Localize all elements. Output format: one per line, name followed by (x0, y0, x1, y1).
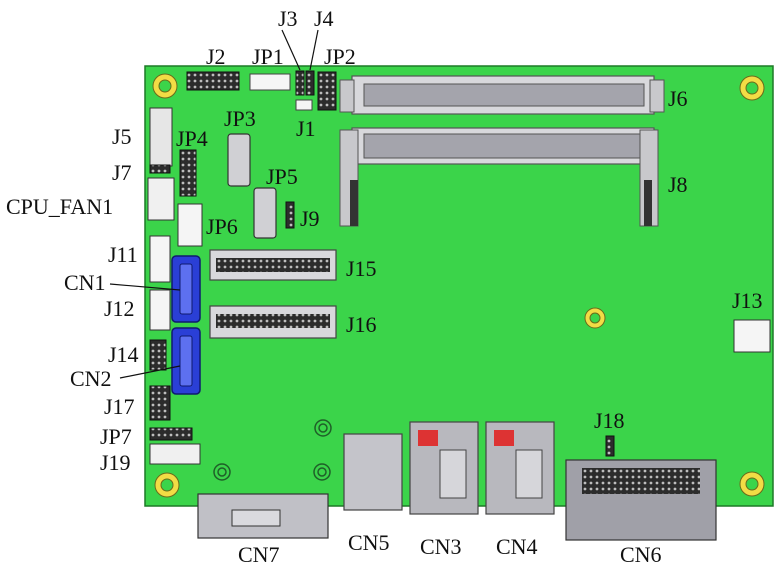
jp5-connector (253, 187, 277, 239)
mounting-hole-top-right (739, 75, 765, 101)
j14-header (149, 339, 167, 371)
jp7-header (149, 427, 193, 441)
jp6-connector (177, 203, 203, 247)
label-j17: J17 (104, 394, 135, 419)
label-cn3: CN3 (420, 534, 462, 559)
label-j2: J2 (206, 44, 226, 69)
mounting-hole-top-left (152, 73, 178, 99)
label-cn1: CN1 (64, 270, 106, 295)
label-j3: J3 (278, 6, 298, 31)
jp4-header (179, 149, 197, 197)
label-cpu-fan1: CPU_FAN1 (6, 194, 113, 219)
label-cn7: CN7 (238, 542, 280, 567)
cn7-connector (197, 493, 329, 539)
label-cn5: CN5 (348, 530, 390, 555)
j13-connector (733, 319, 771, 353)
label-j6: J6 (668, 86, 688, 111)
label-j12: J12 (104, 296, 135, 321)
j11-connector (149, 235, 171, 283)
cn5-connector (343, 433, 403, 511)
j1-connector (295, 99, 313, 111)
label-j5: J5 (112, 124, 132, 149)
j16-m2-slot (209, 305, 337, 339)
label-j4: J4 (314, 6, 334, 31)
label-jp7: JP7 (100, 424, 132, 449)
jp3-connector (227, 133, 251, 187)
j7-header (149, 164, 171, 174)
j18-header (605, 435, 615, 457)
label-j15: J15 (346, 256, 377, 281)
mounting-hole-center (584, 307, 606, 329)
label-j1: J1 (296, 116, 316, 141)
jp1-connector (249, 73, 291, 91)
j4-header (305, 70, 315, 96)
cn3-connector (409, 421, 479, 515)
label-j7: J7 (112, 160, 132, 185)
label-j13: J13 (732, 288, 763, 313)
leader-lines (109, 29, 319, 379)
label-cn6: CN6 (620, 542, 662, 567)
label-jp2: JP2 (324, 44, 356, 69)
j5-connector (149, 107, 173, 167)
label-j8: J8 (668, 172, 688, 197)
j19-connector (149, 443, 201, 465)
j2-header (186, 71, 240, 91)
label-j9: J9 (300, 206, 320, 231)
j9-header (285, 201, 295, 229)
label-j19: J19 (100, 450, 131, 475)
j15-m2-slot (209, 249, 337, 281)
label-j18: J18 (594, 408, 625, 433)
label-j11: J11 (108, 242, 138, 267)
cpu-fan1-connector (147, 177, 175, 221)
cn1-sata-connector (171, 255, 201, 323)
jp2-header (317, 71, 337, 111)
j8-sodimm-slot (339, 127, 659, 227)
label-jp5: JP5 (266, 164, 298, 189)
j12-connector (149, 289, 171, 331)
label-jp6: JP6 (206, 214, 238, 239)
standoff-vias (213, 419, 332, 481)
label-jp4: JP4 (176, 126, 208, 151)
label-jp3: JP3 (224, 106, 256, 131)
label-j14: J14 (108, 342, 139, 367)
mounting-hole-bottom-right (739, 471, 765, 497)
cn4-connector (485, 421, 555, 515)
label-j16: J16 (346, 312, 377, 337)
j6-sodimm-slot (339, 75, 665, 115)
mounting-hole-bottom-left (154, 472, 180, 498)
j3-header (295, 70, 305, 96)
label-jp1: JP1 (252, 44, 284, 69)
label-cn4: CN4 (496, 534, 538, 559)
label-cn2: CN2 (70, 366, 112, 391)
j17-header (149, 385, 171, 421)
cn6-connector (565, 459, 717, 541)
cn2-sata-connector (171, 327, 201, 395)
